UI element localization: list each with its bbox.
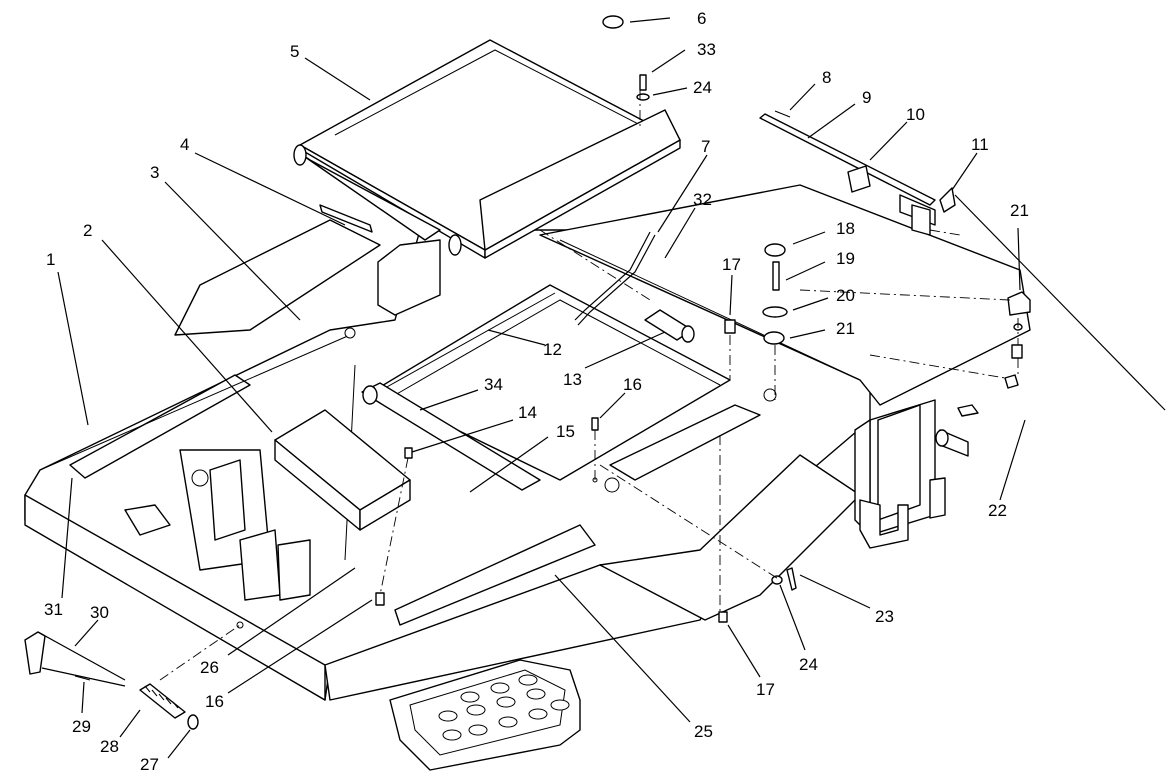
callout-20: 20 xyxy=(836,286,855,305)
callout-28: 28 xyxy=(100,737,119,756)
callout-24-top: 24 xyxy=(693,78,712,97)
callout-25: 25 xyxy=(694,722,713,741)
callout-29: 29 xyxy=(72,717,91,736)
callout-15: 15 xyxy=(556,422,575,441)
callout-21-center: 21 xyxy=(836,319,855,338)
callout-18: 18 xyxy=(836,219,855,238)
callout-9: 9 xyxy=(862,88,871,107)
callout-24-bottom: 24 xyxy=(799,655,818,674)
callout-22: 22 xyxy=(988,501,1007,520)
callout-33: 33 xyxy=(697,40,716,59)
callout-34: 34 xyxy=(484,375,503,394)
callout-14: 14 xyxy=(518,403,537,422)
callout-31: 31 xyxy=(44,600,63,619)
latch-rod xyxy=(759,110,956,236)
callout-6: 6 xyxy=(697,9,706,28)
frame-body xyxy=(24,184,1031,771)
callout-23: 23 xyxy=(875,607,894,626)
callout-17-top: 17 xyxy=(722,255,741,274)
callout-labels: 1 2 3 4 5 6 33 24 7 32 8 9 10 11 21 18 1… xyxy=(44,9,1029,774)
callout-1: 1 xyxy=(46,250,55,269)
callout-2: 2 xyxy=(83,221,92,240)
callout-8: 8 xyxy=(822,68,831,87)
callout-13: 13 xyxy=(563,370,582,389)
callout-19: 19 xyxy=(836,249,855,268)
callout-21-right: 21 xyxy=(1010,201,1029,220)
assembly-lines xyxy=(159,90,1019,681)
leader-lines xyxy=(57,17,1166,759)
callout-32: 32 xyxy=(693,190,712,209)
callout-16-bottom: 16 xyxy=(205,692,224,711)
callout-26: 26 xyxy=(200,658,219,677)
callout-5: 5 xyxy=(290,42,299,61)
callout-16-center: 16 xyxy=(623,375,642,394)
callout-12: 12 xyxy=(543,340,562,359)
lever-assembly xyxy=(24,631,199,730)
callout-4: 4 xyxy=(180,135,189,154)
callout-30: 30 xyxy=(90,603,109,622)
hardware xyxy=(375,243,1031,623)
callout-27: 27 xyxy=(140,755,159,774)
callout-17-bottom: 17 xyxy=(756,680,775,699)
callout-10: 10 xyxy=(906,105,925,124)
seat-plate xyxy=(293,15,681,259)
callout-7: 7 xyxy=(701,137,710,156)
callout-11: 11 xyxy=(971,135,989,154)
callout-3: 3 xyxy=(150,163,159,182)
